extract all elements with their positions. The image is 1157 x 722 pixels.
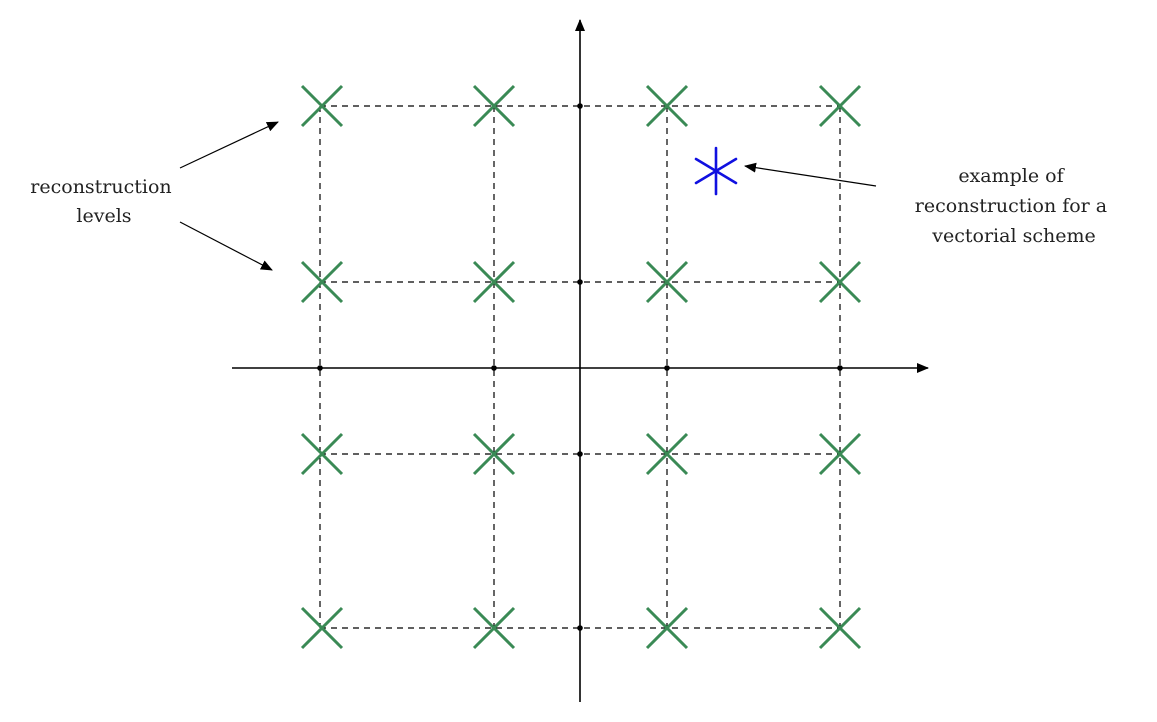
x-mark-stroke <box>645 432 689 476</box>
dashed-grid <box>319 105 841 629</box>
x-mark-stroke <box>300 606 344 650</box>
axis-dot <box>577 625 583 631</box>
vector-reconstruction-example <box>694 146 738 196</box>
x-mark-stroke <box>818 84 862 128</box>
axis-dots <box>317 103 843 631</box>
x-mark-stroke <box>300 432 344 476</box>
reconstruction-level-x-mark <box>818 606 862 650</box>
reconstruction-level-x-mark <box>300 606 344 650</box>
reconstruction-level-x-mark <box>472 84 516 128</box>
x-mark-stroke <box>645 260 689 304</box>
annotation-arrows <box>179 121 877 271</box>
axis-dot <box>317 365 323 371</box>
x-mark-stroke <box>818 606 862 650</box>
x-mark-stroke <box>818 432 862 476</box>
left-arrow-upper <box>179 121 279 169</box>
reconstruction-level-x-mark <box>818 84 862 128</box>
x-mark-stroke <box>472 606 516 650</box>
left-arrow-lower <box>179 221 273 271</box>
reconstruction-level-x-mark <box>818 260 862 304</box>
reconstruction-level-x-mark <box>472 606 516 650</box>
reconstruction-level-x-mark <box>645 432 689 476</box>
left-label-line: reconstruction <box>30 176 171 198</box>
right-annotation-label: example of reconstruction for a vectoria… <box>915 165 1113 247</box>
x-mark-stroke <box>645 84 689 128</box>
reconstruction-level-x-mark <box>300 432 344 476</box>
axes <box>232 19 929 702</box>
asterisk-stroke <box>694 157 738 185</box>
reconstruction-level-x-mark <box>645 84 689 128</box>
reconstruction-level-x-mark <box>472 260 516 304</box>
x-mark-stroke <box>300 84 344 128</box>
axis-dot <box>664 365 670 371</box>
x-mark-stroke <box>645 606 689 650</box>
axis-dot <box>837 365 843 371</box>
axis-dot <box>577 451 583 457</box>
axis-dot <box>577 103 583 109</box>
reconstruction-level-x-mark <box>818 432 862 476</box>
left-annotation-label: reconstruction levels <box>30 176 177 227</box>
x-mark-stroke <box>472 432 516 476</box>
right-label-line: example of <box>958 165 1065 187</box>
reconstruction-level-x-mark <box>645 606 689 650</box>
reconstruction-level-markers <box>300 84 862 650</box>
x-mark-stroke <box>818 260 862 304</box>
reconstruction-level-x-mark <box>300 260 344 304</box>
right-label-line: reconstruction for a <box>915 195 1107 217</box>
right-label-line: vectorial scheme <box>931 225 1095 247</box>
x-mark-stroke <box>472 84 516 128</box>
left-label-line: levels <box>76 205 131 227</box>
reconstruction-level-x-mark <box>645 260 689 304</box>
x-mark-stroke <box>472 260 516 304</box>
axis-dot <box>577 279 583 285</box>
reconstruction-level-x-mark <box>300 84 344 128</box>
axis-dot <box>491 365 497 371</box>
x-mark-stroke <box>300 260 344 304</box>
reconstruction-level-x-mark <box>472 432 516 476</box>
right-arrow <box>744 162 877 187</box>
